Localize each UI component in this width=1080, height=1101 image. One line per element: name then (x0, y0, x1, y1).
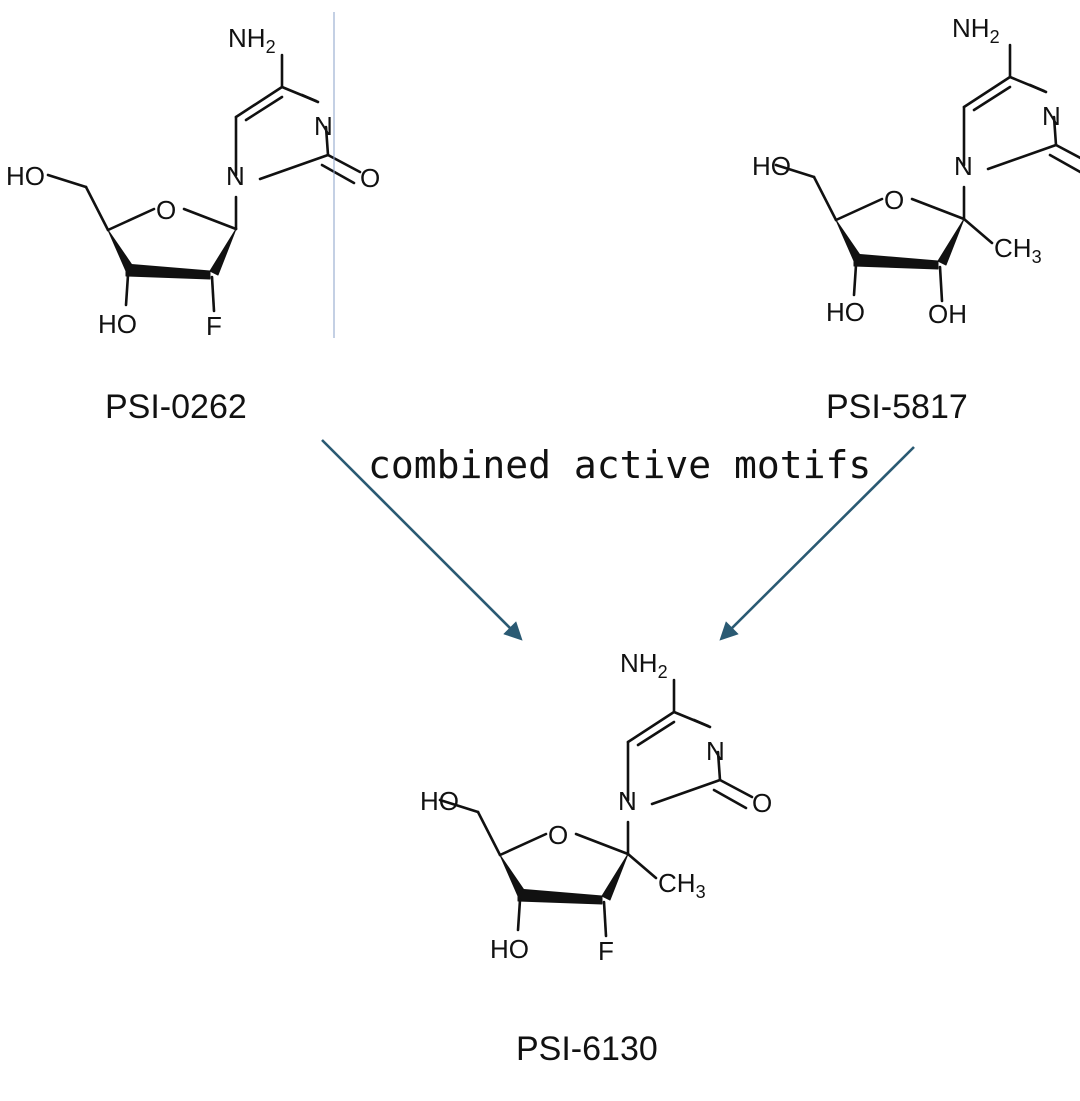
molecule-psi-5817: NH2 N N O O HO CH3 HO OH (752, 13, 1080, 329)
label-ch3: CH3 (994, 233, 1042, 267)
label-n1: N (226, 161, 245, 191)
compound-name-psi-6130: PSI-6130 (516, 1030, 658, 1068)
molecule-psi-6130: NH2 N N O O HO CH3 HO F (420, 648, 772, 966)
label-f: F (206, 311, 222, 341)
arrow-from-psi-5817 (719, 446, 915, 641)
label-ho-3prime: HO (490, 934, 529, 964)
label-carbonyl-o: O (360, 163, 380, 193)
label-ho-3prime: HO (826, 297, 865, 327)
label-ring-o: O (884, 185, 904, 215)
label-ho-5prime: HO (420, 786, 459, 816)
compound-name-psi-0262: PSI-0262 (105, 388, 247, 426)
label-oh-2prime: OH (928, 299, 967, 329)
label-n3: N (314, 111, 333, 141)
label-ring-o: O (548, 820, 568, 850)
label-ch3: CH3 (658, 868, 706, 902)
label-ring-o: O (156, 195, 176, 225)
label-n1: N (618, 786, 637, 816)
label-ho-5prime: HO (752, 151, 791, 181)
label-nh2: NH2 (620, 648, 668, 682)
compound-name-psi-5817: PSI-5817 (826, 388, 968, 426)
label-ho-5prime: HO (6, 161, 45, 191)
label-carbonyl-o: O (752, 788, 772, 818)
label-nh2: NH2 (952, 13, 1000, 47)
label-n3: N (1042, 101, 1061, 131)
label-n1: N (954, 151, 973, 181)
molecule-psi-0262: NH2 N N O O HO HO F (6, 23, 380, 341)
arrow-from-psi-0262 (321, 439, 523, 641)
label-ho-3prime: HO (98, 309, 137, 339)
label-n3: N (706, 736, 725, 766)
label-nh2: NH2 (228, 23, 276, 57)
label-f: F (598, 936, 614, 966)
annotation-text: combined active motifs (368, 443, 871, 487)
